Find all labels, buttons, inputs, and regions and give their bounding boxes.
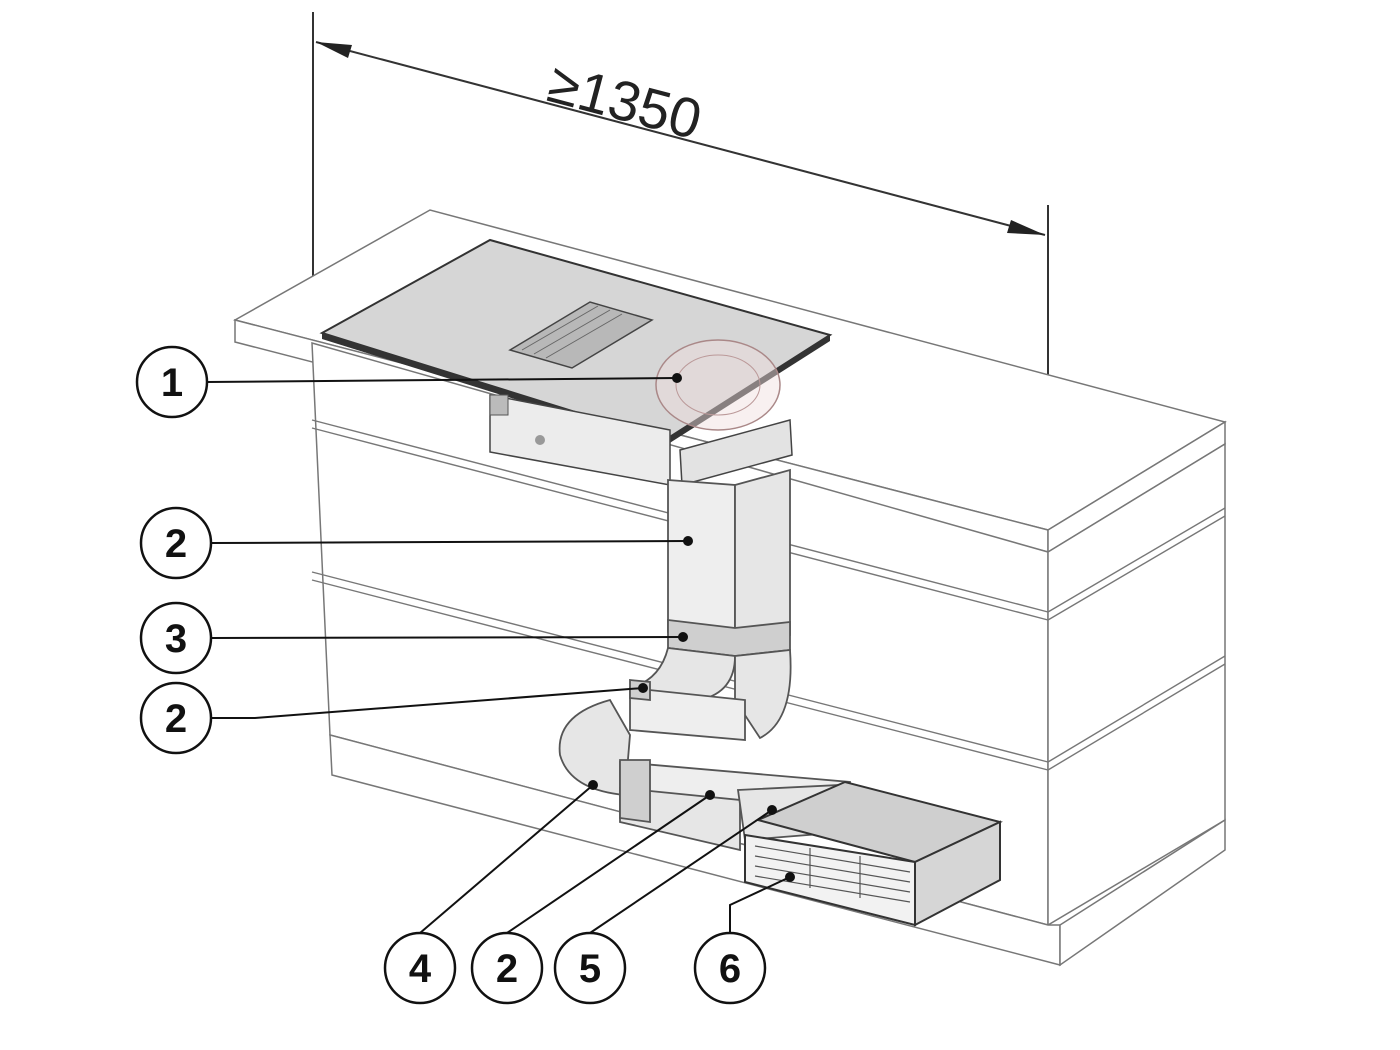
- callout-4: 4: [383, 931, 457, 1005]
- housing-bracket: [489, 394, 509, 416]
- side-seam-1: [1047, 507, 1226, 613]
- flat-bend: [558, 698, 631, 796]
- leader-2c: [506, 794, 711, 934]
- duct-bend-side: [734, 649, 792, 740]
- leader-dots: [588, 373, 795, 882]
- callout-1: 1: [135, 345, 209, 419]
- vent-slat-3: [545, 313, 623, 359]
- fan-motor-inner: [675, 354, 761, 416]
- housing-detail: [535, 435, 545, 445]
- vent-slat-2: [533, 309, 611, 355]
- vertical-duct-side: [734, 468, 791, 641]
- cooktop-edge-side: [665, 335, 830, 446]
- vertical-duct-front: [667, 479, 736, 642]
- callout-3-label: 3: [165, 617, 187, 661]
- callout-5: 5: [553, 931, 627, 1005]
- duct-system: [558, 468, 1003, 927]
- vent-slat-1: [521, 305, 599, 351]
- plinth-side: [1059, 818, 1226, 967]
- horizontal-duct-top: [629, 687, 746, 741]
- lower-duct-joint: [619, 759, 651, 824]
- callout-1-label: 1: [161, 361, 183, 405]
- side-seam-1b: [1047, 515, 1226, 621]
- callout-6: 6: [693, 931, 767, 1005]
- callout-2a: 2: [139, 506, 213, 580]
- dimension-arrow-left: [316, 42, 352, 58]
- callout-5-label: 5: [579, 947, 601, 991]
- callout-3: 3: [139, 601, 213, 675]
- leader-lines: [206, 377, 791, 934]
- callout-2a-label: 2: [165, 522, 187, 566]
- dimension-line: [315, 41, 1046, 236]
- callout-2c: 2: [470, 931, 544, 1005]
- diffuser-grille: [754, 845, 911, 903]
- extractor-vent: [508, 301, 654, 369]
- callout-2b-label: 2: [165, 697, 187, 741]
- callout-2b: 2: [139, 681, 213, 755]
- side-seam-2b: [1047, 663, 1226, 771]
- diffuser-side: [914, 820, 1001, 927]
- callout-4-label: 4: [409, 947, 432, 991]
- callout-2c-label: 2: [496, 947, 518, 991]
- cooktop-with-extractor: [319, 238, 833, 486]
- dimension-label: ≥1350: [542, 51, 708, 152]
- fan-motor: [655, 339, 781, 431]
- leader-6: [729, 876, 791, 933]
- side-seam-2: [1047, 655, 1226, 763]
- leader-5: [589, 809, 773, 934]
- leader-1: [206, 377, 678, 383]
- leader-2a: [210, 540, 689, 544]
- dimension-arrow-right: [1007, 220, 1045, 235]
- leader-3: [210, 636, 684, 639]
- leader-4: [419, 784, 594, 934]
- callout-6-label: 6: [719, 947, 741, 991]
- leader-2b: [211, 687, 644, 719]
- duct-connector: [679, 419, 793, 486]
